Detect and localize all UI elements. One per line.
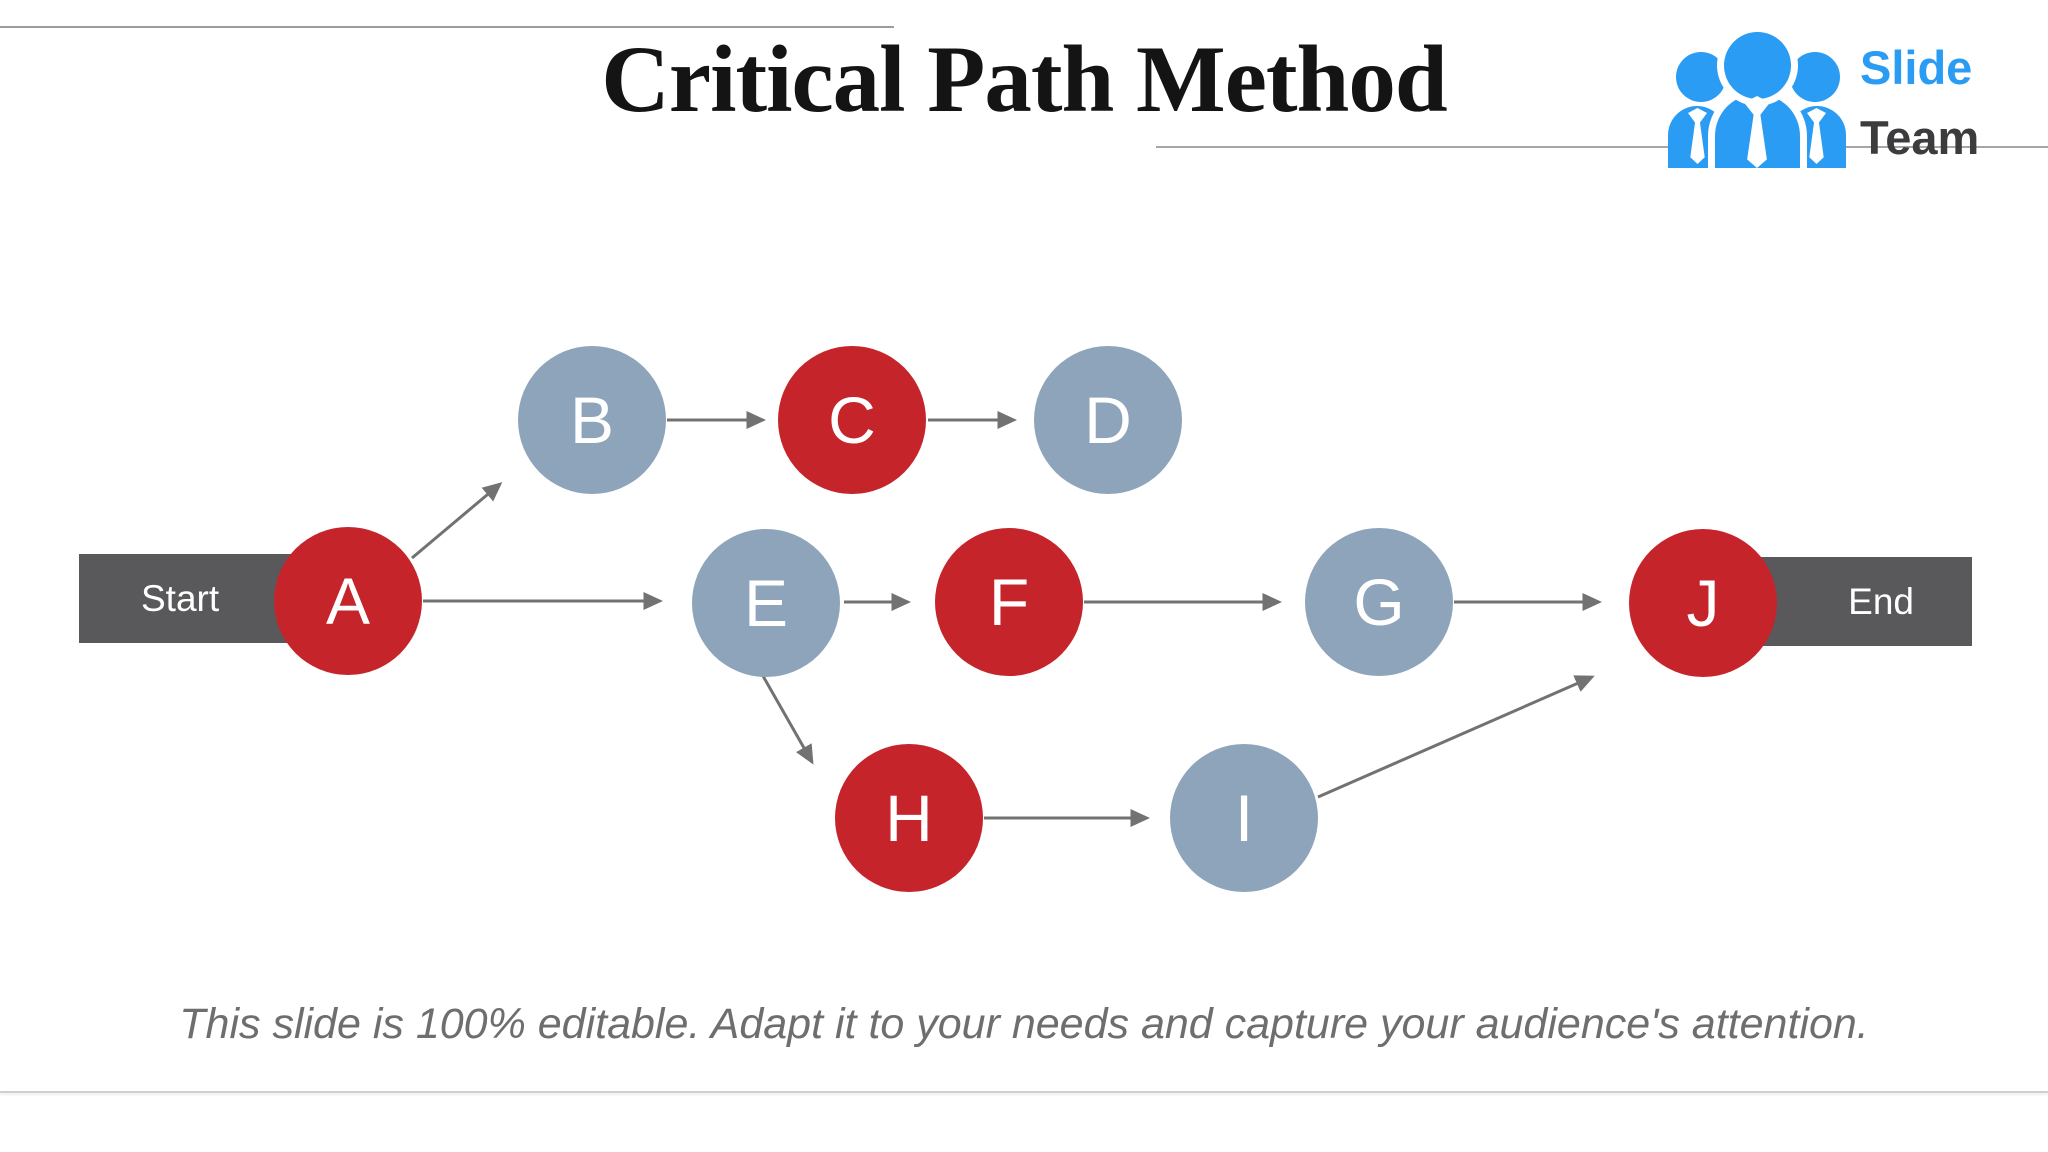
node-I: I: [1170, 744, 1318, 892]
node-label: C: [828, 383, 876, 457]
node-label: H: [885, 781, 933, 855]
node-label: B: [569, 383, 615, 457]
node-J: J: [1629, 529, 1777, 677]
person-icon: [1724, 32, 1791, 99]
end-bar: End: [1748, 557, 1972, 646]
node-D: D: [1034, 346, 1182, 494]
node-C: C: [778, 346, 926, 494]
node-A: A: [274, 527, 422, 675]
node-label: G: [1353, 565, 1405, 639]
node-G: G: [1305, 528, 1453, 676]
node-label: E: [743, 566, 789, 640]
arrow-A-B: [411, 482, 503, 560]
node-B: B: [518, 346, 666, 494]
node-label: A: [325, 564, 371, 638]
logo-text-slide: Slide: [1860, 41, 1973, 94]
node-label: I: [1234, 781, 1254, 855]
logo-text-team: Team: [1860, 111, 1980, 164]
end-label: End: [1848, 580, 1914, 622]
node-label: F: [988, 565, 1030, 639]
arrow-I-J: [1317, 675, 1595, 799]
slideteam-logo: Slide Team: [1660, 22, 2040, 172]
arrow-E-H: [761, 675, 814, 765]
top-divider-line: [0, 26, 894, 28]
node-label: J: [1686, 566, 1720, 640]
page-title: Critical Path Method: [601, 26, 1447, 132]
bottom-divider-line: [0, 1091, 2048, 1093]
node-H: H: [835, 744, 983, 892]
start-label: Start: [141, 577, 220, 619]
person-icon: [1676, 52, 1726, 102]
node-E: E: [692, 529, 840, 677]
node-label: D: [1084, 383, 1132, 457]
title-divider-line: [1156, 146, 2048, 148]
editable-note: This slide is 100% editable. Adapt it to…: [179, 1000, 1869, 1048]
node-F: F: [935, 528, 1083, 676]
person-icon: [1790, 52, 1840, 102]
